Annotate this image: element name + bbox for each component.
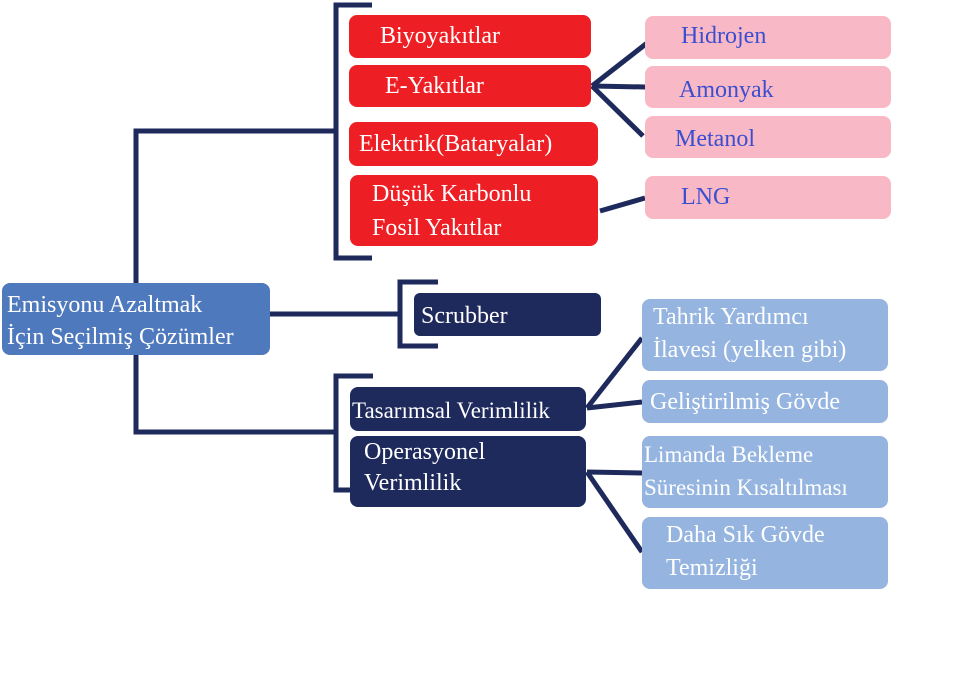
- root-connector-bottom: [133, 353, 336, 435]
- scrubber-label: Scrubber: [421, 303, 508, 329]
- design-efficiency-label: Tasarımsal Verimlilik: [352, 398, 550, 423]
- design-to-govde: [586, 399, 643, 411]
- root-label-line1: Emisyonu Azaltmak: [7, 292, 203, 318]
- fuel-label: E-Yakıtlar: [385, 73, 484, 99]
- fuel-child-amonyak: Amonyak: [645, 66, 891, 108]
- efficiency-child-temizlik: Daha Sık Gövde Temizliği: [642, 517, 888, 589]
- fuel-child-label: Amonyak: [679, 77, 774, 103]
- fuel-label-line2: Fosil Yakıtlar: [372, 215, 502, 241]
- fuels-bracket: [333, 2, 372, 261]
- fuel-child-hidrojen: Hidrojen: [645, 16, 891, 59]
- e-fuel-to-amonyak: [591, 83, 646, 90]
- scrubber-bracket: [397, 279, 438, 349]
- fuel-child-label: Hidrojen: [681, 23, 767, 49]
- root-node: Emisyonu Azaltmak İçin Seçilmiş Çözümler: [2, 283, 270, 355]
- root-connector-top: [133, 128, 336, 283]
- fuel-child-label: Metanol: [675, 126, 755, 152]
- efficiency-child-liman: Limanda Bekleme Süresinin Kısaltılması: [642, 436, 888, 508]
- operational-to-liman: [586, 469, 643, 476]
- fuel-child-lng: LNG: [645, 176, 891, 219]
- design-to-tahrik: [585, 336, 644, 410]
- efficiency-child-line1: Tahrik Yardımcı: [653, 304, 809, 330]
- efficiency-child-line2: İlavesi (yelken gibi): [653, 337, 847, 363]
- scrubber-node: Scrubber: [414, 293, 601, 336]
- operational-label-line1: Operasyonel: [364, 439, 486, 465]
- design-efficiency-node: Tasarımsal Verimlilik: [350, 387, 586, 431]
- fuel-label-line1: Düşük Karbonlu: [372, 181, 532, 207]
- fuel-label: Elektrik(Bataryalar): [359, 131, 553, 157]
- fuel-node-elektrik: Elektrik(Bataryalar): [349, 122, 598, 166]
- root-label-line2: İçin Seçilmiş Çözümler: [7, 324, 234, 350]
- fuel-child-label: LNG: [681, 184, 731, 210]
- e-fuel-to-hidrojen: [590, 38, 653, 88]
- efficiency-child-govde: Geliştirilmiş Gövde: [642, 380, 888, 423]
- efficiency-child-line1: Daha Sık Gövde: [666, 522, 825, 548]
- fuel-node-dusuk-karbonlu: Düşük Karbonlu Fosil Yakıtlar: [350, 175, 598, 246]
- fuel-node-e-yakitlar: E-Yakıtlar: [349, 65, 591, 107]
- efficiency-child-tahrik: Tahrik Yardımcı İlavesi (yelken gibi): [642, 299, 888, 371]
- efficiency-child-line2: Temizliği: [666, 555, 758, 581]
- efficiency-child-line1: Limanda Bekleme: [644, 442, 814, 467]
- e-fuel-to-metanol: [590, 84, 645, 138]
- operational-to-temizlik: [584, 470, 645, 554]
- efficiency-child-line2: Süresinin Kısaltılması: [644, 475, 848, 500]
- efficiency-child-label: Geliştirilmiş Gövde: [650, 389, 840, 415]
- fuel-child-metanol: Metanol: [645, 116, 891, 158]
- lowcarbon-to-lng: [599, 195, 646, 214]
- operational-label-line2: Verimlilik: [364, 470, 462, 496]
- operational-efficiency-node: Operasyonel Verimlilik: [350, 436, 586, 507]
- fuel-node-biyoyakitlar: Biyoyakıtlar: [349, 15, 591, 58]
- fuel-label: Biyoyakıtlar: [380, 23, 500, 49]
